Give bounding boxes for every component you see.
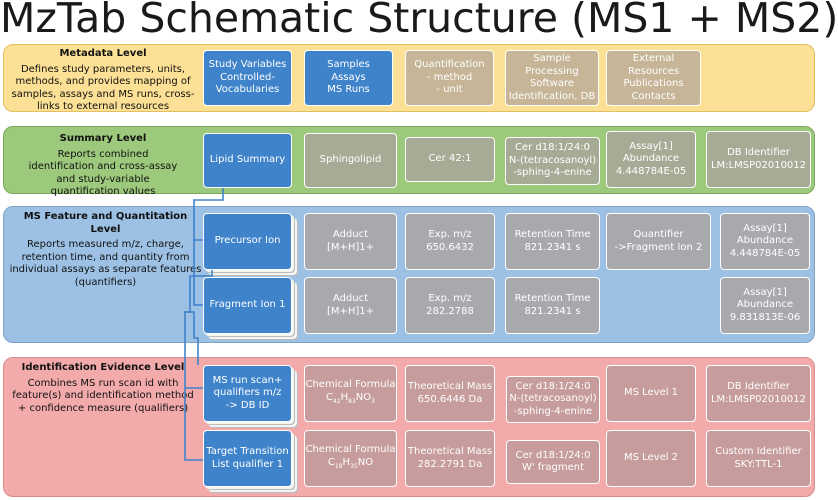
precursor-mz-box: Exp. m/z 650.6432	[405, 213, 495, 270]
summary-to-feature-connector	[193, 188, 224, 241]
external-resources-box: External Resources Publications Contacts	[606, 50, 701, 106]
row1-formula-label: Chemical Formula	[305, 379, 396, 390]
diagram-title: MzTab Schematic Structure (MS1 + MS2)	[0, 0, 838, 42]
feature-level-heading: MS Feature and Quantitation Level	[23, 211, 188, 235]
lipid-molecule-box: Cer d18:1/24:0 N-(tetracosanoyl) -sphing…	[505, 137, 600, 185]
row2-ms-level-box: MS Level 2	[606, 430, 696, 487]
study-variables-box: Study Variables Controlled- Vocabularies	[203, 50, 292, 106]
precursor-abundance-box: Assay[1] Abundance 4.448784E-05	[720, 213, 810, 270]
lipid-summary-box: Lipid Summary	[203, 133, 292, 188]
row2-molecule-box: Cer d18:1/24:0 W' fragment	[506, 440, 600, 484]
precursor-retention-time-box: Retention Time 821.2341 s	[505, 213, 600, 270]
fragment-ion-box: Fragment Ion 1	[203, 277, 292, 334]
summary-db-identifier-box: DB Identifier LM:LMSP02010012	[706, 131, 811, 188]
feature-level-description: Reports measured m/z, charge, retention …	[9, 239, 202, 288]
row2-formula-label: Chemical Formula	[305, 444, 396, 455]
summary-level-description: Reports combined identification and cros…	[28, 148, 178, 198]
row1-db-identifier-box: DB Identifier LM:LMSP02010012	[706, 365, 811, 422]
ms-run-scan-box: MS run scan+ qualifiers m/z -> DB ID	[203, 365, 292, 422]
metadata-level-description: Defines study parameters, units, methods…	[11, 63, 195, 113]
row2-theoretical-mass-box: Theoretical Mass 282.2791 Da	[405, 430, 495, 487]
precursor-ion-box: Precursor Ion	[203, 213, 292, 270]
summary-to-fragment-connector	[193, 240, 203, 306]
sphingolipid-box: Sphingolipid	[304, 133, 397, 188]
row1-theoretical-mass-box: Theoretical Mass 650.6446 Da	[405, 365, 495, 422]
samples-assays-box: Samples Assays MS Runs	[304, 50, 393, 106]
target-transition-box: Target Transition List qualifier 1	[203, 430, 292, 487]
lipid-species-box: Cer 42:1	[405, 137, 495, 182]
precursor-quantifier-box: Quantifier ->Fragment Ion 2	[606, 213, 711, 270]
fragment-mz-box: Exp. m/z 282.2788	[405, 277, 495, 334]
connector-lines	[184, 188, 224, 461]
quantification-box: Quantification - method - unit	[405, 50, 494, 106]
fragment-retention-time-box: Retention Time 821.2341 s	[505, 277, 600, 334]
summary-level-heading: Summary Level	[59, 133, 147, 144]
feature-link-connector	[184, 311, 199, 365]
row2-formula-box: Chemical Formula C18H35NO	[304, 430, 397, 487]
evidence-level-text: Identification Evidence Level Combines M…	[8, 362, 198, 415]
fragment-abundance-box: Assay[1] Abundance 9.831813E-06	[720, 277, 810, 334]
row2-chemical-formula: C18H35NO	[327, 456, 374, 470]
fragment-adduct-box: Adduct [M+H]1+	[304, 277, 397, 334]
summary-abundance-box: Assay[1] Abundance 4.448784E-05	[606, 131, 696, 188]
row1-chemical-formula: C42H83NO3	[326, 391, 375, 405]
evidence-level-description: Combines MS run scan id with feature(s) …	[12, 377, 194, 414]
summary-level-text: Summary Level Reports combined identific…	[28, 133, 178, 199]
metadata-level-heading: Metadata Level	[59, 48, 147, 59]
precursor-adduct-box: Adduct [M+H]1+	[304, 213, 397, 270]
row1-molecule-box: Cer d18:1/24:0 N-(tetracosanoyl) -sphing…	[506, 376, 600, 423]
sample-processing-box: Sample Processing Software Identificatio…	[505, 50, 599, 106]
feature-level-text: MS Feature and Quantitation Level Report…	[8, 211, 203, 289]
row2-custom-identifier-box: Custom Identifier SKY:TTL-1	[706, 430, 811, 487]
metadata-level-text: Metadata Level Defines study parameters,…	[8, 48, 198, 114]
evidence-level-heading: Identification Evidence Level	[21, 362, 185, 373]
row1-ms-level-box: MS Level 1	[606, 365, 696, 422]
row1-formula-box: Chemical Formula C42H83NO3	[304, 365, 397, 422]
